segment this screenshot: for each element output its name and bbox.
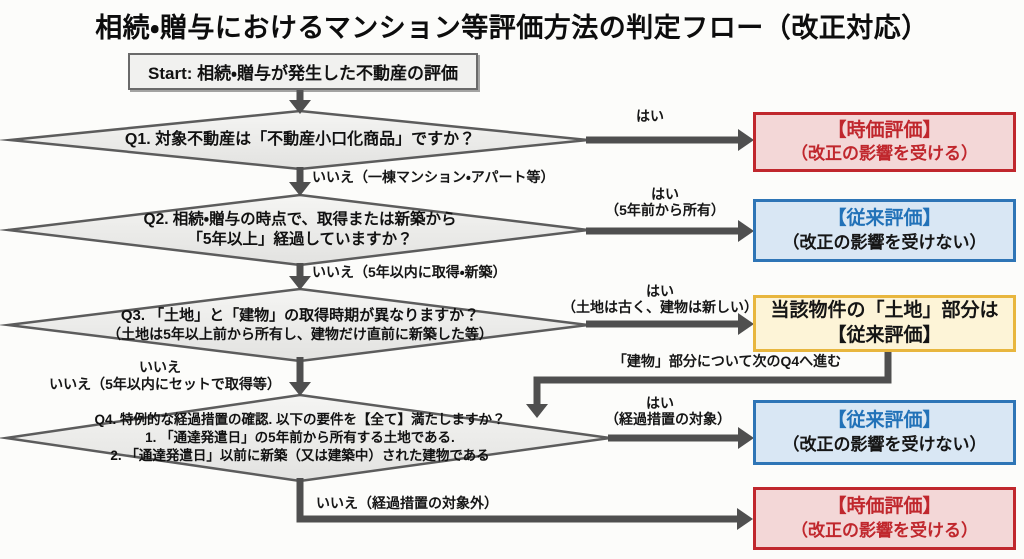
arrowhead-land-to-q4 [526,404,548,418]
q1-text: Q1. 対象不動産は「不動産小口化商品」ですか？ [10,111,590,169]
arrowhead-q1-to-q2 [289,182,311,196]
arrowhead-q1-to-market1 [738,129,754,151]
edge-label-q2-yes: はい [651,186,679,202]
start-node: Start: 相続・贈与が発生した不動産の評価 [128,53,478,90]
arrowhead-q4-to-market2 [737,508,753,530]
edge-label-q3-yes: はい [646,283,674,299]
result-note: （改正の影響を受けない） [782,434,987,454]
decision-diamonds [0,109,620,483]
result-market-value-q1: 【時価評価】 （改正の影響を受ける） [753,112,1016,172]
arrowhead-q3-to-q4 [289,382,311,396]
result-label: 【従来評価】 [827,410,942,432]
arrowhead-start-to-q1 [289,100,311,114]
q4-text: Q4. 特例的な経過措置の確認. 以下の要件を【全て】満たしますか？ 1. 「通… [10,395,590,481]
connector-land-to-q4 [533,351,892,405]
edge-label-q1-no: いいえ（一棟マンション・アパート等） [312,169,555,185]
q3-line: （土地は5年以上前から所有し、建物だけ直前に新築した等） [107,325,493,342]
result-note: （改正の影響を受けない） [782,232,987,252]
q2-line: Q2. 相続・贈与の時点で、取得または新築から [143,211,457,229]
q2-text: Q2. 相続・贈与の時点で、取得または新築から 「5年以上」経過していますか？ [10,195,590,265]
edge-label-q3-no: いいえ [139,359,181,375]
result-note: 【従来評価】 [827,324,942,346]
result-label: 【従来評価】 [827,208,942,230]
q4-line: 1. 「通達発遣日」の5年前から所有する土地である. [145,429,455,445]
arrowhead-q4-to-conv2 [738,427,754,449]
arrowhead-q3-to-land [738,313,754,335]
q1-line: Q1. 対象不動産は「不動産小口化商品」ですか？ [124,130,476,148]
q3-text: Q3. 「土地」と「建物」の取得時期が異なりますか？ （土地は5年以上前から所有… [10,289,590,361]
edge-label-q4-yes: はい [646,395,674,411]
result-label: 【時価評価】 [827,496,942,518]
arrowhead-q2-to-conv1 [738,220,754,242]
result-land-conventional-q3: 当該物件の「土地」部分は 【従来評価】 [753,295,1016,352]
connector-lines [296,89,892,523]
edge-label-q4-no: いいえ（経過措置の対象外） [316,495,498,511]
edge-label-q1-yes: はい [636,108,664,124]
q4-line: Q4. 特例的な経過措置の確認. 以下の要件を【全て】満たしますか？ [94,411,506,427]
q3-line: Q3. 「土地」と「建物」の取得時期が異なりますか？ [120,307,480,325]
page-title: 相続・贈与におけるマンション等評価方法の判定フロー（改正対応） [95,13,929,43]
result-label: 当該物件の「土地」部分は [770,299,999,321]
result-note: （改正の影響を受ける） [791,520,978,540]
edge-label-q3-no-note: いいえ（5年以内にセットで取得等） [49,376,281,392]
q4-line: 2. 「通達発遣日」以前に新築（又は建築中）された建物である [110,448,490,464]
connector-q4-to-result-market2 [296,478,738,523]
edge-label-q4-yes-note: （経過措置の対象） [605,411,731,427]
edge-label-q2-no: いいえ（5年以内に取得・新築） [312,264,507,280]
result-label: 【時価評価】 [827,119,942,141]
edge-label-q2-yes-note: （5年前から所有） [605,202,725,218]
connector-arrowheads [289,100,754,530]
result-note: （改正の影響を受ける） [791,144,978,164]
result-conventional-q4: 【従来評価】 （改正の影響を受けない） [753,400,1016,465]
result-market-value-q4: 【時価評価】 （改正の影響を受ける） [753,487,1016,550]
q2-line: 「5年以上」経過していますか？ [187,231,413,248]
edge-label-q3-yes-note: （土地は古く、建物は新しい） [562,299,758,315]
arrowhead-q2-to-q3 [289,276,311,290]
result-conventional-q2: 【従来評価】 （改正の影響を受けない） [753,199,1016,262]
edge-label-q3-to-q4: 「建物」部分について次のQ4へ進む [612,353,842,369]
